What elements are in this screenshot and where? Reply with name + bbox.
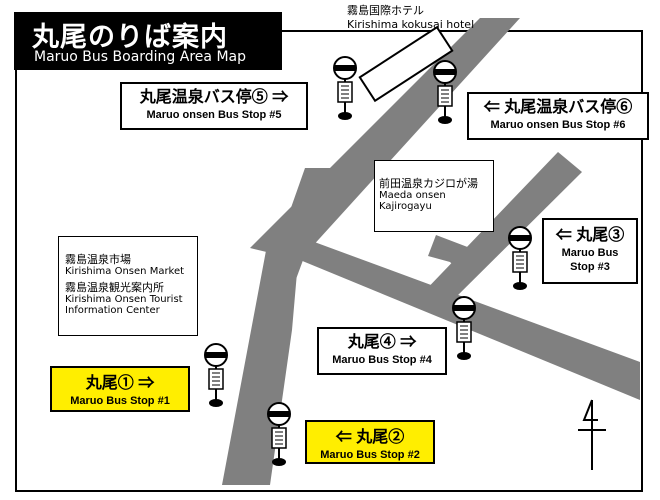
bus-stop-4-label-en: Maruo Bus Stop #4 xyxy=(332,354,432,366)
north-arrow-icon xyxy=(578,399,606,470)
bus-stop-6-icon xyxy=(433,60,457,124)
bus-stop-4-icon xyxy=(452,296,476,360)
road-left-branch xyxy=(262,168,337,290)
hotel-label-jp: 霧島国際ホテル xyxy=(347,4,424,17)
map-border xyxy=(15,30,643,492)
bus-stop-1-icon xyxy=(204,343,228,407)
bus-stop-3-label-jp: ⇐ 丸尾③ xyxy=(555,227,625,244)
bus-stop-5-label-jp: 丸尾温泉バス停⑤ ⇒ xyxy=(139,89,289,106)
bus-stop-1-label: 丸尾① ⇒ Maruo Bus Stop #1 xyxy=(50,366,190,412)
bus-stop-5-icon xyxy=(333,56,357,120)
bus-stop-6-label-jp: ⇐ 丸尾温泉バス停⑥ xyxy=(483,99,633,116)
info-center-jp: 霧島温泉観光案内所 xyxy=(65,281,164,294)
bus-stop-5-label-en: Maruo onsen Bus Stop #5 xyxy=(146,109,282,121)
maeda-onsen-en2: Kajirogayu xyxy=(379,201,432,212)
bus-stop-3-icon xyxy=(508,226,532,290)
bus-stop-6-label: ⇐ 丸尾温泉バス停⑥ Maruo onsen Bus Stop #6 xyxy=(467,92,649,140)
bus-stop-3-label-en2: Stop #3 xyxy=(570,261,610,273)
maeda-onsen-label: 前田温泉カジロが湯 Maeda onsen Kajirogayu xyxy=(374,160,494,232)
market-en: Kirishima Onsen Market xyxy=(65,266,185,277)
maeda-onsen-jp: 前田温泉カジロが湯 xyxy=(379,177,478,190)
bus-stop-3-label-en1: Maruo Bus xyxy=(561,247,619,259)
bus-stop-4-label: 丸尾④ ⇒ Maruo Bus Stop #4 xyxy=(317,327,447,375)
hotel-label: 霧島国際ホテル Kirishima kokusai hotel xyxy=(347,4,474,32)
bus-stop-2-label: ⇐ 丸尾② Maruo Bus Stop #2 xyxy=(305,420,435,464)
bus-stop-2-label-en: Maruo Bus Stop #2 xyxy=(320,449,420,461)
market-info-label: 霧島温泉市場 Kirishima Onsen Market 霧島温泉観光案内所 … xyxy=(58,236,198,336)
hotel-label-en: Kirishima kokusai hotel xyxy=(347,18,475,31)
maeda-onsen-en1: Maeda onsen xyxy=(379,190,446,201)
bus-stop-4-label-jp: 丸尾④ ⇒ xyxy=(347,334,417,351)
bus-stop-1-label-en: Maruo Bus Stop #1 xyxy=(70,395,170,407)
bus-stop-2-label-jp: ⇐ 丸尾② xyxy=(335,429,405,446)
bus-stop-5-label: 丸尾温泉バス停⑤ ⇒ Maruo onsen Bus Stop #5 xyxy=(120,82,308,130)
bus-stop-3-label: ⇐ 丸尾③ Maruo Bus Stop #3 xyxy=(542,218,638,284)
info-center-en1: Kirishima Onsen Tourist xyxy=(65,294,183,305)
title-jp: 丸尾のりば案内 xyxy=(32,22,228,53)
bus-stop-6-label-en: Maruo onsen Bus Stop #6 xyxy=(490,119,626,131)
hotel-building xyxy=(358,25,454,103)
road-junction-stub xyxy=(428,235,478,278)
market-jp: 霧島温泉市場 xyxy=(65,253,131,266)
bus-stop-2-icon xyxy=(267,402,291,466)
title-box: 丸尾のりば案内 Maruo Bus Boarding Area Map xyxy=(14,12,282,70)
title-en: Maruo Bus Boarding Area Map xyxy=(34,49,246,65)
bus-stop-1-label-jp: 丸尾① ⇒ xyxy=(85,375,155,392)
info-center-en2: Information Center xyxy=(65,305,160,316)
